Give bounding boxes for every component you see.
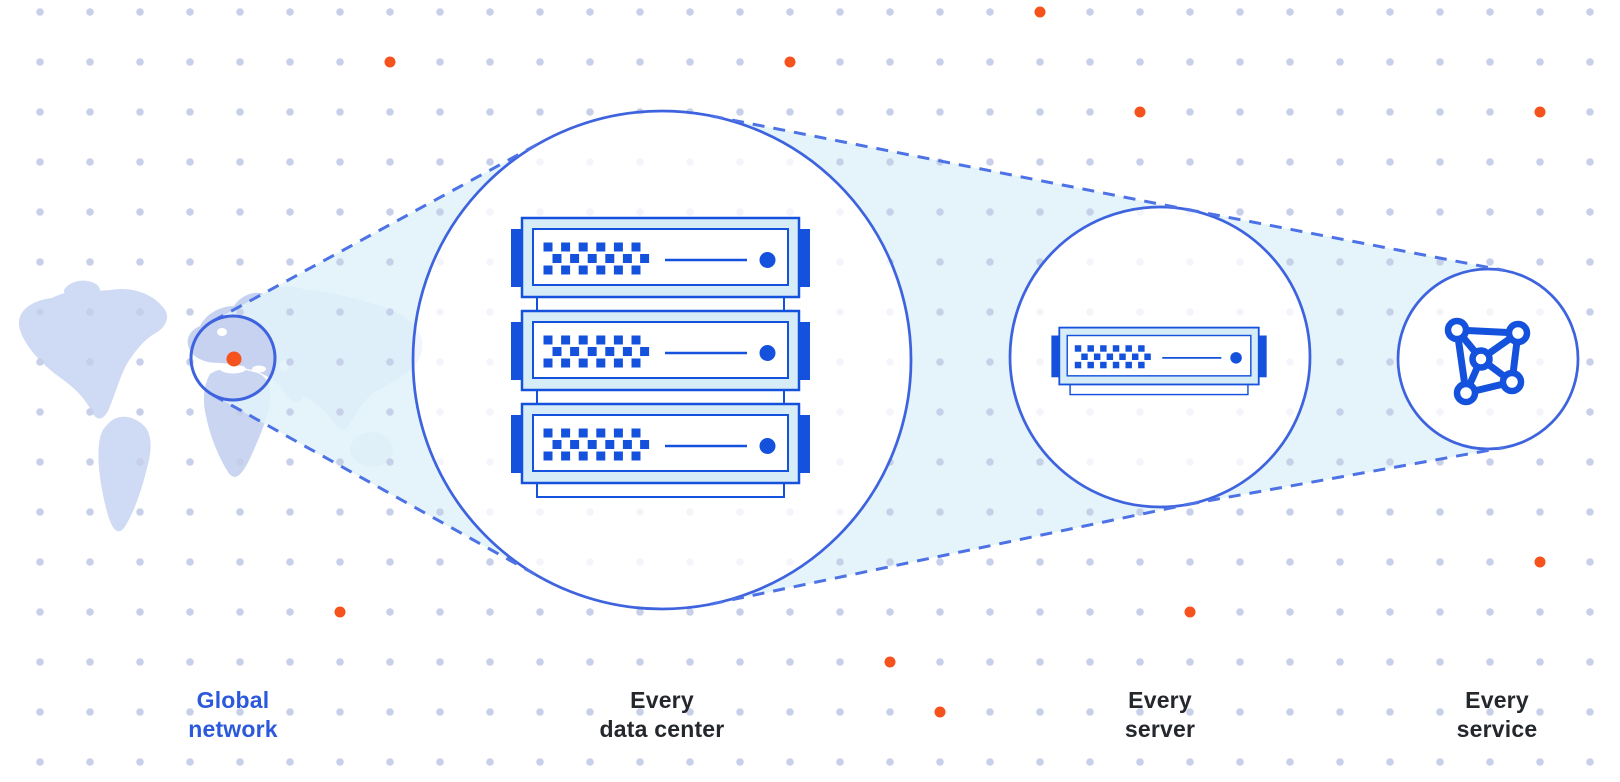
network-graph-nodes <box>1444 317 1531 406</box>
server-rack-stack-icon <box>511 216 810 498</box>
vent-dot-matrix <box>543 335 650 368</box>
label-line: service <box>1456 716 1538 742</box>
server-unit <box>1051 326 1267 396</box>
accent-dot <box>1534 106 1546 118</box>
rack-ear-left <box>1051 335 1061 378</box>
server-unit <box>511 216 810 312</box>
accent-dot <box>384 56 396 68</box>
dashed-zoom-lines <box>211 114 1505 606</box>
vent-dot-matrix <box>543 242 650 275</box>
label-line: server <box>1124 716 1196 742</box>
continent-greenland <box>64 280 101 306</box>
accent-dot <box>934 706 946 718</box>
power-led <box>1230 352 1242 364</box>
rack-ear-right <box>1257 335 1267 378</box>
vent-dot-matrix <box>1074 345 1151 369</box>
power-led <box>759 438 776 454</box>
accent-dots <box>334 6 1546 718</box>
label-line: Every <box>630 687 694 713</box>
continent-south-america <box>98 416 151 532</box>
power-led <box>759 252 776 268</box>
cone-globe-to-datacenter <box>212 141 542 579</box>
label-line: Every <box>1465 687 1529 713</box>
continent-north-america <box>18 288 168 419</box>
cone-server-to-service <box>1187 209 1505 505</box>
cone-datacenter-to-server <box>711 116 1190 604</box>
vent-dot-matrix <box>543 428 650 461</box>
label-line: Every <box>1128 687 1192 713</box>
accent-dot <box>1184 606 1196 618</box>
accent-dot <box>784 56 796 68</box>
server-faceplate <box>532 228 789 286</box>
server-icon <box>1051 326 1267 396</box>
accent-dot <box>334 606 346 618</box>
network-graph-icon <box>1444 317 1531 406</box>
label-global-network: Global network <box>123 686 343 744</box>
accent-dot <box>1034 6 1046 18</box>
zoom-cones <box>212 116 1505 604</box>
accent-dot <box>884 656 896 668</box>
label-every-data-center: Every data center <box>552 686 772 744</box>
label-line: data center <box>599 716 725 742</box>
label-every-server: Every server <box>1050 686 1270 744</box>
label-line: Global <box>196 687 270 713</box>
server-unit <box>511 309 810 405</box>
location-marker-dot <box>226 351 242 367</box>
server-unit <box>511 402 810 498</box>
label-every-service: Every service <box>1387 686 1607 744</box>
accent-dot <box>1534 556 1546 568</box>
magnifier-ring-global <box>189 314 277 402</box>
label-line: network <box>188 716 278 742</box>
power-led <box>759 345 776 361</box>
accent-dot <box>1134 106 1146 118</box>
